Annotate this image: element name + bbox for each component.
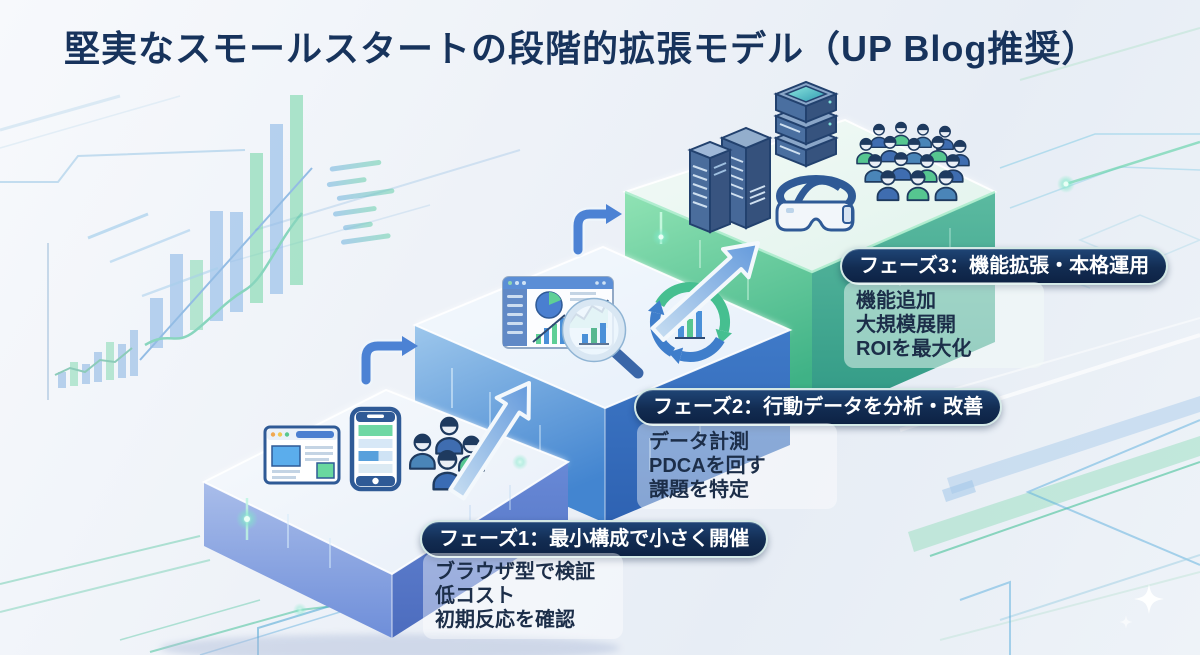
phase1-points: ブラウザ型で検証 低コスト 初期反応を確認 [423, 553, 623, 639]
smartphone-icon [349, 406, 402, 492]
page-title: 堅実なスモールスタートの段階的拡張モデル（UP Blog推奨） [64, 28, 1099, 69]
decor-bands-bottom-right [899, 317, 1200, 655]
phase3-points: 機能追加 大規模展開 ROIを最大化 [844, 282, 1044, 368]
sparkle-icon [1119, 584, 1164, 629]
phase1-point: ブラウザ型で検証 [435, 561, 595, 583]
decor-bar-chart-small [47, 243, 138, 400]
phase2-point: データ計測 [649, 431, 749, 453]
vr-headset-icon [775, 175, 856, 232]
phase3-badge: フェーズ3：機能拡張・本格運用 [840, 247, 1169, 285]
phase3-point: 機能追加 [856, 290, 936, 312]
phase1-badge: フェーズ1：最小構成で小さく開催 [420, 520, 769, 558]
background-decor [0, 27, 1200, 655]
server-stack-icon [773, 80, 839, 168]
arrow-phase2-to-phase3-icon [650, 241, 760, 342]
phase1-point: 初期反応を確認 [435, 609, 575, 631]
server-rack-icon [687, 126, 773, 234]
phase2-points: データ計測 PDCAを回す 課題を特定 [637, 423, 837, 509]
phase3-point: 大規模展開 [856, 314, 956, 336]
decor-bar-chart-large [87, 95, 313, 361]
browser-icon [263, 425, 341, 485]
magnifier-icon [561, 297, 644, 379]
phase2-point: PDCAを回す [649, 455, 766, 477]
curved-arrow-1-icon [359, 336, 418, 387]
arrow-phase1-to-phase2-icon [448, 381, 531, 501]
phase2-point: 課題を特定 [649, 479, 749, 501]
glow-dots [236, 175, 1075, 617]
decor-speed-lines [326, 159, 395, 245]
curved-arrow-2-icon [571, 204, 622, 257]
phase2-badge: フェーズ2：行動データを分析・改善 [634, 388, 1003, 426]
phase3-point: ROIを最大化 [856, 338, 972, 360]
phase1-point: 低コスト [435, 585, 515, 607]
